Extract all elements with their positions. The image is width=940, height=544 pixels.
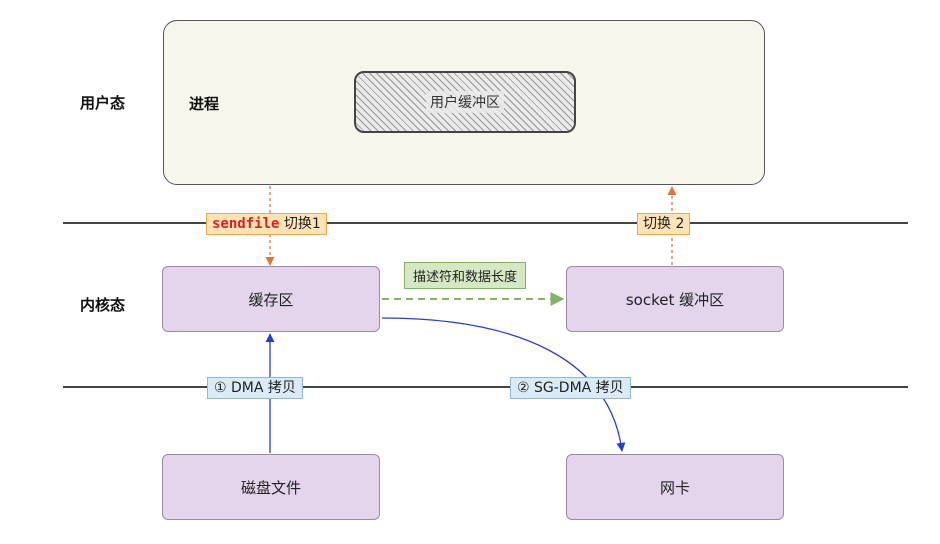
- socket-buffer-label: socket 缓冲区: [625, 290, 725, 309]
- descriptor-tag: 描述符和数据长度: [404, 262, 527, 289]
- nic-label: 网卡: [659, 478, 690, 497]
- page-cache-box: 缓存区: [162, 266, 380, 332]
- user-mode-label: 用户态: [80, 94, 126, 112]
- user-buffer-label: 用户缓冲区: [426, 91, 504, 113]
- dma-copy-tag: ① DMA 拷贝: [207, 377, 303, 399]
- sg-dma-copy-tag: ② SG-DMA 拷贝: [510, 377, 631, 399]
- disk-label: 磁盘文件: [240, 478, 301, 497]
- kernel-mode-label: 内核态: [80, 296, 126, 314]
- disk-box: 磁盘文件: [162, 454, 380, 520]
- sg-dma-arrow: [381, 317, 626, 452]
- nic-box: 网卡: [566, 454, 784, 520]
- user-kernel-boundary: [63, 222, 908, 224]
- sendfile-keyword: sendfile: [212, 216, 280, 232]
- socket-buffer-box: socket 缓冲区: [566, 266, 784, 332]
- user-buffer-box: 用户缓冲区: [354, 71, 576, 133]
- kernel-hardware-boundary: [63, 386, 908, 388]
- process-box: 进程 用户缓冲区: [163, 20, 765, 185]
- page-cache-label: 缓存区: [248, 290, 294, 309]
- process-label: 进程: [189, 95, 220, 113]
- switch1-text: 切换1: [279, 216, 321, 232]
- switch1-tag: sendfile 切换1: [206, 213, 327, 235]
- switch2-tag: 切换 2: [637, 213, 691, 235]
